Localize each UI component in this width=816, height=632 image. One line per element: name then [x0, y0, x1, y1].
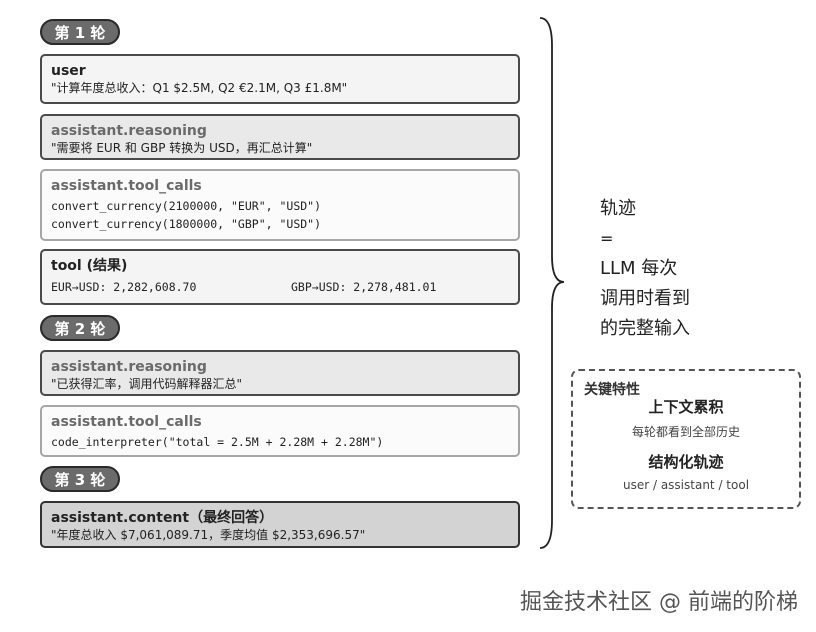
trajectory-title: 轨迹	[600, 198, 636, 219]
right-brace	[539, 17, 565, 549]
key-features-box: 关键特性 上下文累积 每轮都看到全部历史 结构化轨迹 user / assist…	[571, 369, 801, 509]
message-title: tool (结果)	[51, 258, 128, 274]
reasoning-message-box: assistant.reasoning "需要将 EUR 和 GBP 转换为 U…	[40, 114, 520, 160]
tool-result-message-box: tool (结果) EUR→USD: 2,282,608.70 GBP→USD:…	[40, 249, 520, 305]
features-title: 关键特性	[584, 382, 640, 398]
message-text: "需要将 EUR 和 GBP 转换为 USD，再汇总计算"	[51, 141, 313, 155]
code-line: code_interpreter("total = 2.5M + 2.28M +…	[51, 435, 384, 449]
message-text: "计算年度总收入：Q1 $2.5M, Q2 €2.1M, Q3 £1.8M"	[51, 81, 348, 95]
user-message-box: user "计算年度总收入：Q1 $2.5M, Q2 €2.1M, Q3 £1.…	[40, 54, 520, 104]
message-title: assistant.content（最终回答）	[51, 510, 274, 526]
code-line: convert_currency(1800000, "GBP", "USD")	[51, 217, 322, 231]
round-3-badge: 第 3 轮	[40, 466, 120, 492]
message-title: assistant.tool_calls	[51, 178, 202, 194]
feature-description: 每轮都看到全部历史	[631, 425, 740, 439]
watermark: 掘金技术社区 @ 前端的阶梯	[520, 590, 798, 615]
message-text: "已获得汇率，调用代码解释器汇总"	[51, 377, 243, 391]
message-title: assistant.reasoning	[51, 359, 207, 375]
round-1-badge: 第 1 轮	[40, 19, 120, 45]
round-3-label: 第 3 轮	[54, 470, 106, 489]
equals-sign: =	[600, 229, 614, 248]
final-answer-message-box: assistant.content（最终回答） "年度总收入 $7,061,08…	[40, 501, 520, 548]
message-title: assistant.reasoning	[51, 123, 207, 139]
reasoning-message-box: assistant.reasoning "已获得汇率，调用代码解释器汇总"	[40, 350, 520, 396]
tool-calls-message-box: assistant.tool_calls convert_currency(21…	[40, 169, 520, 241]
tool-calls-message-box: assistant.tool_calls code_interpreter("t…	[40, 405, 520, 457]
summary-line-2: 调用时看到	[600, 288, 690, 309]
code-line: convert_currency(2100000, "EUR", "USD")	[51, 199, 322, 213]
feature-heading: 结构化轨迹	[648, 453, 724, 471]
feature-heading: 上下文累积	[648, 398, 724, 416]
feature-description: user / assistant / tool	[622, 478, 750, 492]
code-value: EUR→USD: 2,282,608.70	[51, 280, 197, 294]
round-2-badge: 第 2 轮	[40, 315, 120, 341]
summary-line-3: 的完整输入	[600, 318, 690, 339]
message-title: assistant.tool_calls	[51, 414, 202, 430]
round-2-label: 第 2 轮	[54, 319, 106, 338]
message-text: "年度总收入 $7,061,089.71，季度均值 $2,353,696.57"	[51, 528, 366, 542]
summary-line-1: LLM 每次	[600, 258, 678, 279]
message-title: user	[51, 63, 86, 79]
code-value: GBP→USD: 2,278,481.01	[291, 280, 437, 294]
round-1-label: 第 1 轮	[54, 23, 106, 42]
